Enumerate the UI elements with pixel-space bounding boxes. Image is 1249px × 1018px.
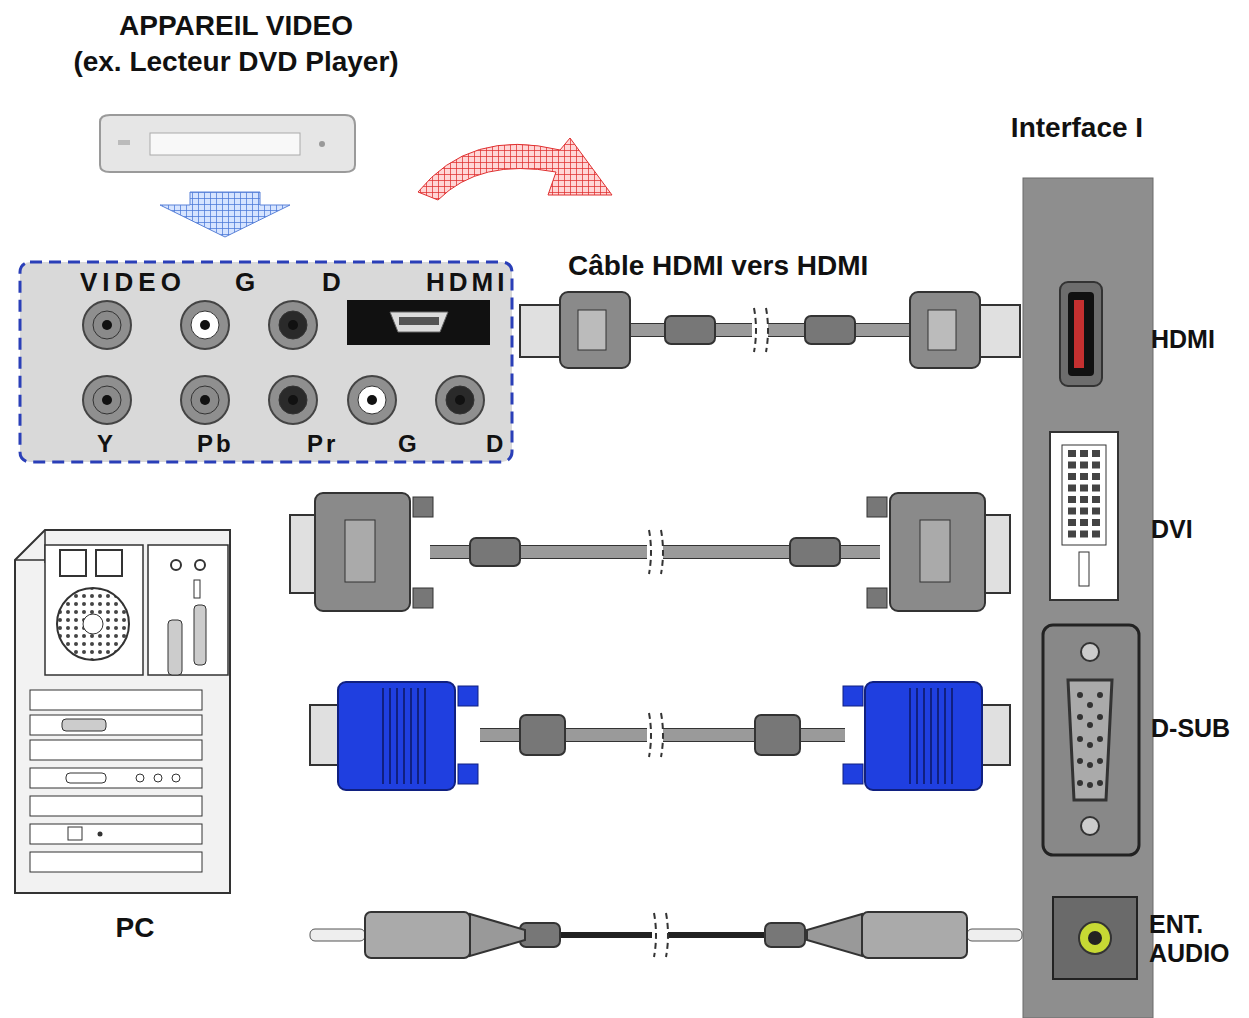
port-label: HDMI xyxy=(1151,325,1215,354)
device-heading: PC xyxy=(116,910,155,946)
heading-text: (ex. Lecteur DVD Player) xyxy=(73,44,398,80)
heading-text: APPAREIL VIDEO xyxy=(73,8,398,44)
rca-jack xyxy=(436,376,484,424)
cables xyxy=(290,292,1022,958)
jack-label: G xyxy=(398,430,417,458)
port-label: ENT. AUDIO xyxy=(1149,910,1245,968)
jack-label: VIDEO xyxy=(80,268,186,298)
rca-jack xyxy=(348,376,396,424)
rca-jack xyxy=(269,376,317,424)
jack-label: HDMI xyxy=(426,268,508,298)
connector-panel xyxy=(20,262,512,462)
down-arrow xyxy=(160,192,290,237)
rca-jack xyxy=(269,301,317,349)
rca-jack xyxy=(83,376,131,424)
rca-jacks xyxy=(83,301,484,424)
port-label: D-SUB xyxy=(1151,714,1230,743)
jack-label: Pr xyxy=(307,430,338,458)
rca-jack xyxy=(83,301,131,349)
dvd-player xyxy=(100,115,355,172)
cable-label: Câble HDMI vers HDMI xyxy=(568,250,868,282)
heading-text: PC xyxy=(116,910,155,946)
rca-jack xyxy=(181,301,229,349)
pc-tower xyxy=(15,530,230,893)
device-heading: APPAREIL VIDEO(ex. Lecteur DVD Player) xyxy=(73,8,398,81)
port-label: DVI xyxy=(1151,515,1193,544)
jack-label: D xyxy=(486,430,503,458)
device-heading: Interface I xyxy=(1011,110,1143,146)
jack-label: G xyxy=(235,268,255,298)
heading-text: Interface I xyxy=(1011,110,1143,146)
jack-label: Pb xyxy=(197,430,234,458)
interface-panel xyxy=(1023,178,1153,1018)
jack-label: Y xyxy=(97,430,113,458)
jack-label: D xyxy=(322,268,341,298)
curved-arrow xyxy=(418,138,612,200)
rca-jack xyxy=(181,376,229,424)
